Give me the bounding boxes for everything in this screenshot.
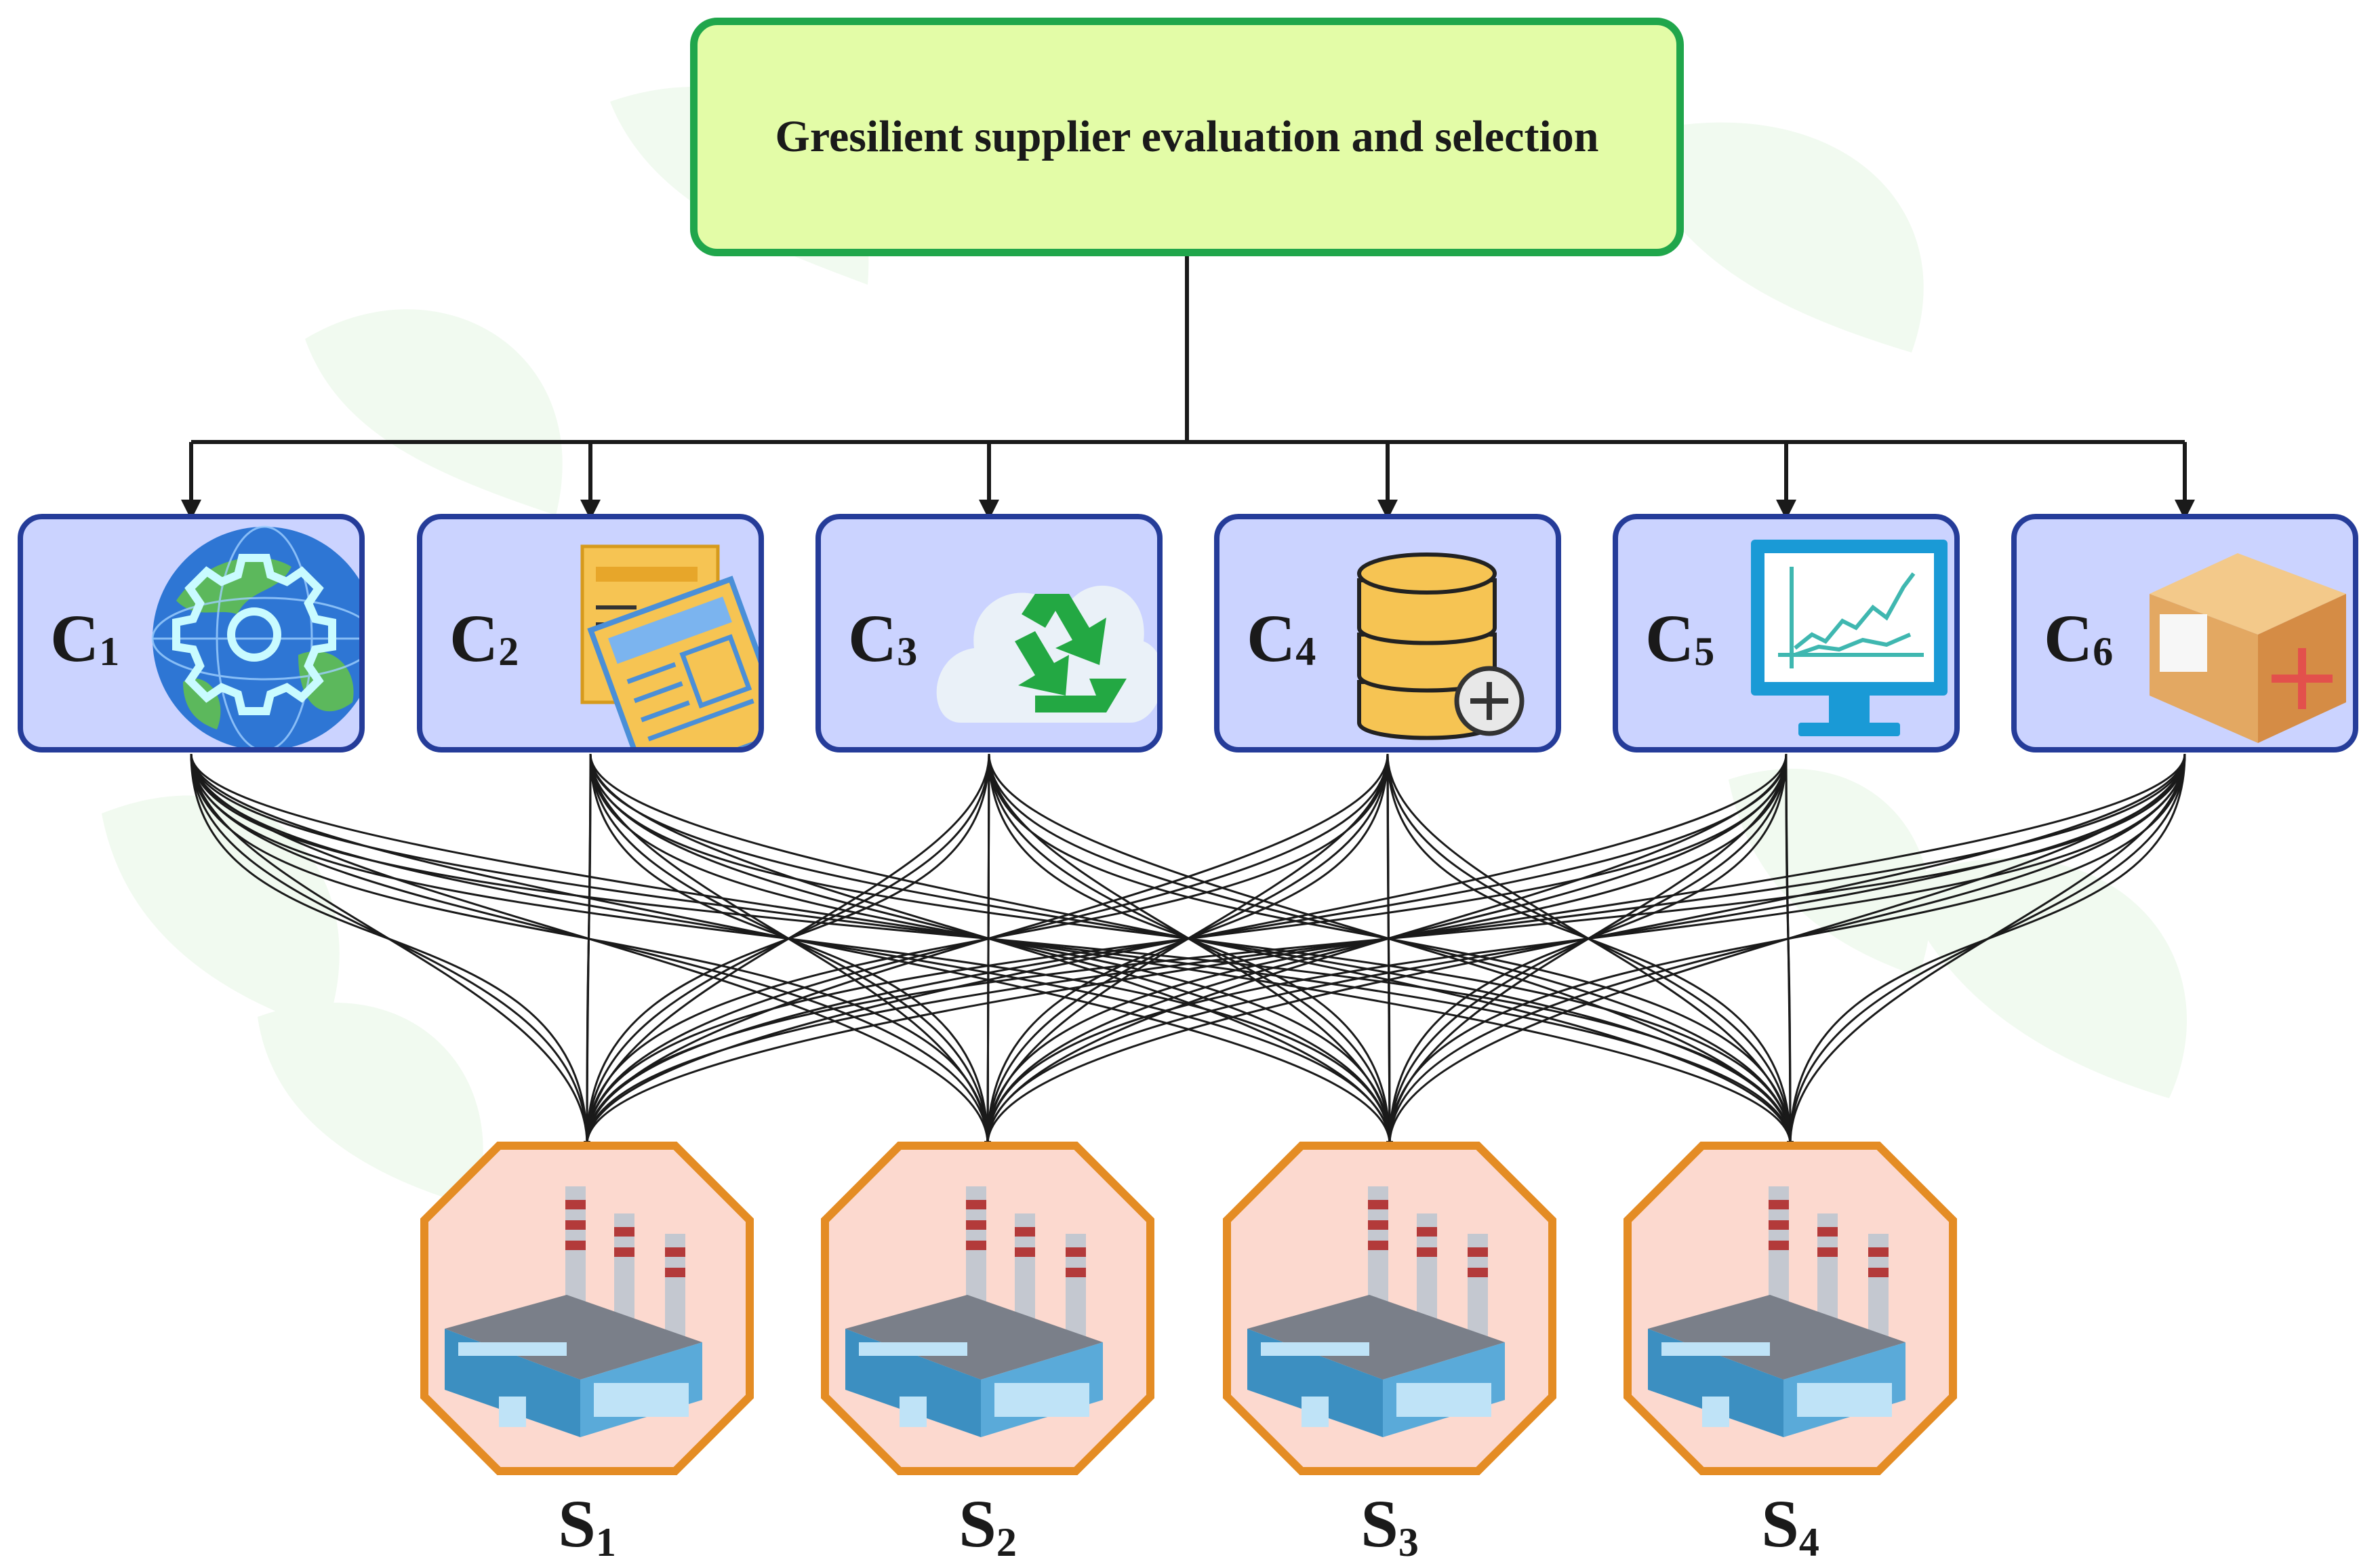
supplier-label-s1: S1 [519,1485,655,1566]
supplier-label-s4: S4 [1722,1485,1858,1566]
goal-title: Gresilient supplier evaluation and selec… [775,112,1599,161]
criterion-c4: C4 [1214,514,1561,752]
newspaper-icon [580,544,759,747]
criterion-c5: C5 [1613,514,1960,752]
factory-icon [845,1186,1103,1437]
criterion-index: 5 [1694,629,1715,674]
criterion-letter: C [1645,601,1695,676]
connector-c2-s1 [586,753,592,1145]
connector-c6-s1 [586,753,2186,1145]
factory-icon [445,1186,702,1437]
connector-c6-s4 [1789,753,2186,1145]
connector-c2-s2 [589,753,989,1145]
criterion-letter: C [50,601,100,676]
supplier-letter: S [558,1486,596,1561]
connector-c6-s2 [986,753,2186,1145]
connector-c1-s1 [190,753,588,1145]
factory-icon [1648,1186,1905,1437]
connector-c4-s3 [1386,753,1391,1145]
connector-c2-s2 [589,753,989,1145]
factory-icon [1247,1186,1505,1437]
connector-c6-s4 [1789,753,2186,1145]
supplier-box-s4 [1623,1142,1957,1475]
criterion-index: 2 [498,629,519,674]
connector-c5-s4 [1785,753,1792,1145]
supplier-index: 2 [996,1520,1017,1565]
connector-c6-s3 [1388,753,2186,1145]
criterion-letter: C [848,601,897,676]
connector-c5-s3 [1386,753,1788,1148]
connector-c6-s4 [1787,753,2186,1148]
supplier-index: 3 [1398,1520,1419,1565]
connector-c1-s4 [190,753,1792,1145]
connector-c3-s1 [586,753,990,1145]
connector-c1-s4 [190,753,1792,1145]
connector-c5-s3 [1388,753,1788,1145]
connector-c3-s1 [584,753,990,1148]
supplier-index: 1 [595,1520,616,1565]
criterion-letter: C [449,601,499,676]
supplier-index: 4 [1798,1520,1819,1565]
criterion-c1: C1 [18,514,365,752]
package-box-icon [2150,553,2346,743]
criterion-index: 1 [99,629,120,674]
criterion-letter: C [2044,601,2093,676]
goal-box: Gresilient supplier evaluation and selec… [690,18,1684,256]
supplier-letter: S [959,1486,996,1561]
connector-c3-s1 [586,753,990,1145]
supplier-label-s2: S2 [920,1485,1055,1566]
criterion-c6: C6 [2011,514,2358,752]
criterion-c2: C2 [417,514,764,752]
supplier-box-s1 [420,1142,754,1475]
supplier-letter: S [1360,1486,1398,1561]
database-add-icon [1357,553,1525,740]
connector-c6-s1 [586,753,2186,1145]
criteria-to-supplier-connectors [190,753,2186,1148]
connector-c1-s1 [190,753,590,1148]
connector-c6-s1 [584,753,2186,1148]
criterion-index: 3 [897,629,918,674]
goal-to-criteria-connectors [181,256,2195,520]
criterion-letter: C [1247,601,1296,676]
connector-c5-s3 [1388,753,1788,1145]
connector-c1-s1 [190,753,588,1145]
criterion-index: 4 [1295,629,1316,674]
recycle-cloud-icon [936,585,1157,723]
connector-c3-s2 [986,753,990,1145]
supplier-box-s3 [1223,1142,1556,1475]
monitor-chart-icon [1751,540,1948,736]
connector-c2-s2 [589,753,991,1148]
globe-gear-icon [151,525,359,747]
connector-c1-s4 [190,753,1794,1148]
supplier-letter: S [1761,1486,1799,1561]
criterion-c3: C3 [815,514,1163,752]
criterion-index: 6 [2093,629,2114,674]
connector-c4-s1 [586,753,1389,1145]
connector-c5-s1 [586,753,1788,1145]
supplier-box-s2 [821,1142,1154,1475]
supplier-label-s3: S3 [1322,1485,1457,1566]
